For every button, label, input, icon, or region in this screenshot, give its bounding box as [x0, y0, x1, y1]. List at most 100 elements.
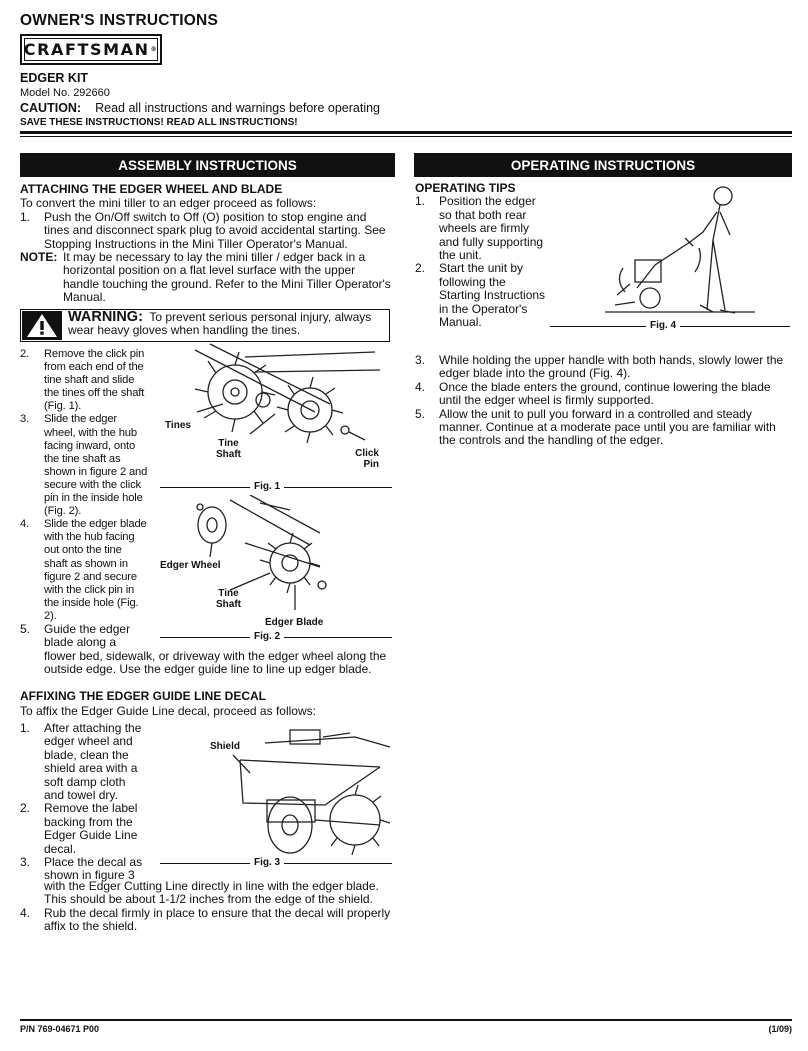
note-text: It may be necessary to lay the mini till… [63, 250, 391, 305]
operating-steps-wide: 3. While holding the upper handle with b… [415, 353, 790, 448]
list-item: 1. Position the edger so that both rear … [415, 195, 550, 262]
list-number: 3. [20, 413, 30, 426]
craftsman-logo: CRAFTSMAN® [20, 34, 162, 65]
note-item: NOTE: It may be necessary to lay the min… [20, 250, 392, 305]
fig2-callout-tine-shaft: Tine Shaft [216, 588, 241, 610]
list-item: 3. Place the decal as shown in figure 3 [20, 855, 148, 883]
warning-text: To prevent serious personal injury, alwa… [68, 310, 372, 338]
list-number: 5. [415, 406, 426, 421]
list-number: 1. [20, 721, 31, 735]
fig2-callout-edger-wheel: Edger Wheel [160, 560, 221, 571]
fig3-callout-shield: Shield [210, 741, 241, 752]
list-item: 1. After attaching the edger wheel and b… [20, 721, 148, 803]
list-text: Once the blade enters the ground, contin… [439, 379, 771, 408]
fig1-callout-tine-shaft: Tine Shaft [216, 438, 241, 460]
fig1-callout-click-pin: Click Pin [351, 448, 379, 470]
list-number: 4. [20, 905, 31, 920]
list-text: Remove the label backing from the Edger … [44, 801, 138, 856]
list-item: 2. Start the unit by following the Start… [415, 262, 550, 329]
model-number: Model No. 292660 [20, 87, 110, 99]
affixing-top: AFFIXING THE EDGER GUIDE LINE DECAL To a… [20, 689, 392, 719]
step3-continuation: with the Edger Cutting Line directly in … [44, 879, 379, 907]
kit-name: EDGER KIT [20, 71, 89, 85]
list-number: 1. [20, 209, 31, 224]
warning-text-block: WARNING: To prevent serious personal inj… [68, 309, 385, 338]
list-text: While holding the upper handle with both… [439, 353, 784, 381]
assembly-steps-narrow: 2. Remove the click pin from each end of… [20, 348, 148, 650]
fig1-callout-tines: Tines [165, 420, 191, 431]
callout-line: Tine [218, 588, 239, 599]
list-number: 2. [20, 348, 30, 360]
header-rule [20, 131, 792, 134]
list-text: Slide the edger blade with the hub facin… [44, 518, 147, 622]
list-number: 5. [20, 621, 31, 636]
assembly-top-block: ATTACHING THE EDGER WHEEL AND BLADE To c… [20, 182, 392, 305]
step5-continuation: flower bed, sidewalk, or driveway with t… [44, 649, 387, 677]
list-number: 1. [415, 194, 426, 209]
header-rule-thin [20, 136, 792, 137]
intro-attaching: To convert the mini tiller to an edger p… [20, 196, 317, 211]
list-number: 2. [20, 801, 31, 816]
list-number: 4. [415, 379, 426, 394]
list-item: 4. Slide the edger blade with the hub fa… [20, 518, 148, 623]
warning-box: WARNING: To prevent serious personal inj… [20, 309, 390, 342]
subheading-affixing: AFFIXING THE EDGER GUIDE LINE DECAL [20, 689, 267, 703]
fig1-illustration [194, 343, 381, 444]
footer-rule [20, 1019, 792, 1021]
save-instructions: SAVE THESE INSTRUCTIONS! READ ALL INSTRU… [20, 117, 298, 128]
brand-name: CRAFTSMAN [23, 40, 150, 59]
print-date: (1/09) [768, 1024, 792, 1034]
caution-text: Read all instructions and warnings befor… [95, 101, 381, 115]
list-text: After attaching the edger wheel and blad… [44, 721, 142, 803]
warning-icon [22, 311, 62, 340]
fig2-callout-edger-blade: Edger Blade [265, 617, 324, 628]
list-item: 5. Guide the edger blade along a [20, 621, 148, 650]
fig3-illustration [232, 729, 391, 855]
page-title: OWNER'S INSTRUCTIONS [20, 12, 218, 29]
affixing-steps-narrow: 1. After attaching the edger wheel and b… [20, 721, 148, 883]
fig2-illustration [196, 495, 327, 610]
caution-label: CAUTION: [20, 101, 82, 115]
list-number: 2. [415, 261, 426, 276]
list-text: Start the unit by following the Starting… [439, 261, 546, 330]
list-text: Position the edger so that both rear whe… [439, 194, 544, 263]
warning-label: WARNING: [68, 309, 143, 325]
callout-line: Click [355, 448, 379, 459]
fig4-illustration [605, 186, 755, 314]
list-number: 3. [415, 353, 426, 367]
list-text: Remove the click pin from each end of th… [44, 348, 145, 413]
list-text: Push the On/Off switch to Off (O) positi… [44, 209, 386, 251]
fig2-label: Fig. 2 [250, 631, 285, 642]
operating-steps-narrow: OPERATING TIPS 1. Position the edger so … [415, 181, 550, 329]
callout-line: Tine [218, 438, 239, 449]
list-text: Place the decal as shown in figure 3 [44, 855, 143, 883]
fig3-label: Fig. 3 [250, 857, 285, 868]
list-number: 4. [20, 518, 30, 531]
list-text: Allow the unit to pull you forward in a … [439, 406, 776, 448]
list-number: 3. [20, 855, 31, 870]
list-item: 1. Push the On/Off switch to Off (O) pos… [20, 209, 392, 251]
intro-affixing: To affix the Edger Guide Line decal, pro… [20, 704, 316, 719]
fig1-label: Fig. 1 [250, 481, 285, 492]
operating-heading: OPERATING INSTRUCTIONS [414, 153, 792, 177]
callout-line: Shaft [216, 449, 241, 460]
callout-line: Pin [363, 459, 379, 470]
subheading-operating-tips: OPERATING TIPS [415, 181, 516, 195]
fig4-label: Fig. 4 [646, 320, 681, 331]
list-item: 5. Allow the unit to pull you forward in… [415, 406, 790, 448]
note-label: NOTE: [20, 250, 58, 265]
list-item: 4. Once the blade enters the ground, con… [415, 379, 790, 408]
list-item: 2. Remove the label backing from the Edg… [20, 802, 148, 856]
list-text: Guide the edger blade along a [44, 621, 131, 650]
list-item: 3. Slide the edger wheel, with the hub f… [20, 413, 148, 518]
caution-line: CAUTION: Read all instructions and warnin… [20, 101, 380, 115]
assembly-heading: ASSEMBLY INSTRUCTIONS [20, 153, 395, 177]
list-item: 4. Rub the decal firmly in place to ensu… [20, 905, 392, 934]
subheading-attaching: ATTACHING THE EDGER WHEEL AND BLADE [20, 182, 283, 196]
list-text: Slide the edger wheel, with the hub faci… [44, 413, 148, 518]
list-text: Rub the decal firmly in place to ensure … [44, 905, 391, 934]
list-item: 3. While holding the upper handle with b… [415, 353, 790, 381]
list-item: 2. Remove the click pin from each end of… [20, 348, 148, 413]
part-number: P/N 769-04671 P00 [20, 1024, 100, 1034]
affixing-steps-wide: with the Edger Cutting Line directly in … [20, 879, 392, 934]
